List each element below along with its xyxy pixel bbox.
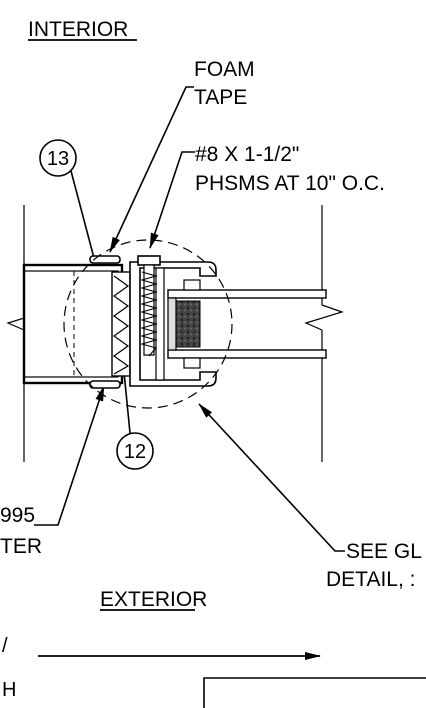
foam-tape-note-line1: FOAM [194,58,255,81]
callout-12-number: 12 [124,441,146,463]
left-edge-mark: / [2,635,8,657]
left-note-line1: 995 [0,504,35,527]
left-edge-letter: H [2,679,16,701]
foam-tape-note-line2: TAPE [194,86,247,109]
glazing-bead-bottom [183,357,201,369]
left-note-leader [34,385,105,526]
callout-bubble-12 [116,432,154,470]
screw-head [137,255,161,266]
left-note-line2: TER [0,535,42,558]
glazing-sealant [175,300,201,348]
glass-lite-bottom [167,349,327,359]
see-detail-leader [198,403,345,552]
glass-lite-top [167,289,327,299]
glazing-spacer [167,297,177,351]
interior-label: INTERIOR [28,18,128,41]
right-break-symbol [304,304,344,331]
callout-bubble-13 [39,139,77,177]
glazing-bead-top [183,279,201,291]
foam-tape-bottom [89,380,121,389]
screw-note-line1: #8 X 1-1/2" [195,143,299,166]
frame-extrusion [129,261,217,387]
screw-thread [139,271,159,357]
screw-note-line2: PHSMS AT 10" O.C. [195,172,385,195]
see-detail-note-line2: DETAIL, : [326,568,415,591]
detail-callout-dashed-circle [63,239,233,409]
backer-zigzag [112,275,130,375]
mullion-tube-outer [22,263,124,385]
see-detail-note-line1: SEE GL [346,540,422,563]
foam-tape-top [89,255,121,264]
callout-12-leader [123,371,131,434]
callout-13-leader [70,170,95,259]
callout-13-number: 13 [47,148,69,170]
exterior-label: EXTERIOR [100,588,207,611]
screw-leader [149,151,195,249]
foam-tape-leader [109,86,194,253]
bottom-frame-box [203,677,426,708]
